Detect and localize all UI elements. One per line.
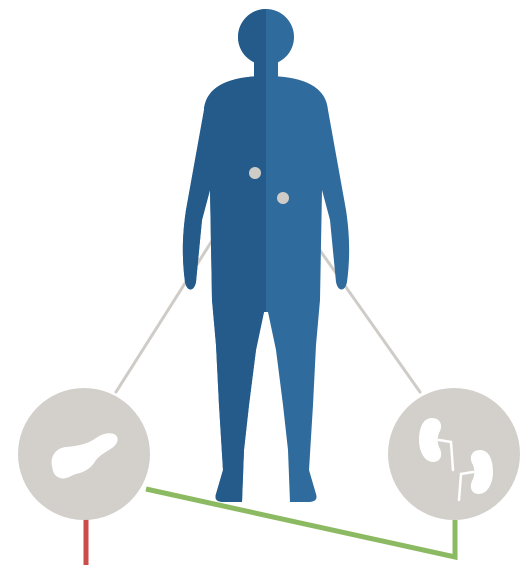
kidney-anchor-dot — [277, 192, 289, 204]
pancreas-organ-badge — [18, 388, 150, 520]
kidneys-organ-badge — [388, 388, 520, 520]
kidneys-circle — [388, 388, 520, 520]
pancreas-anchor-dot — [249, 167, 261, 179]
